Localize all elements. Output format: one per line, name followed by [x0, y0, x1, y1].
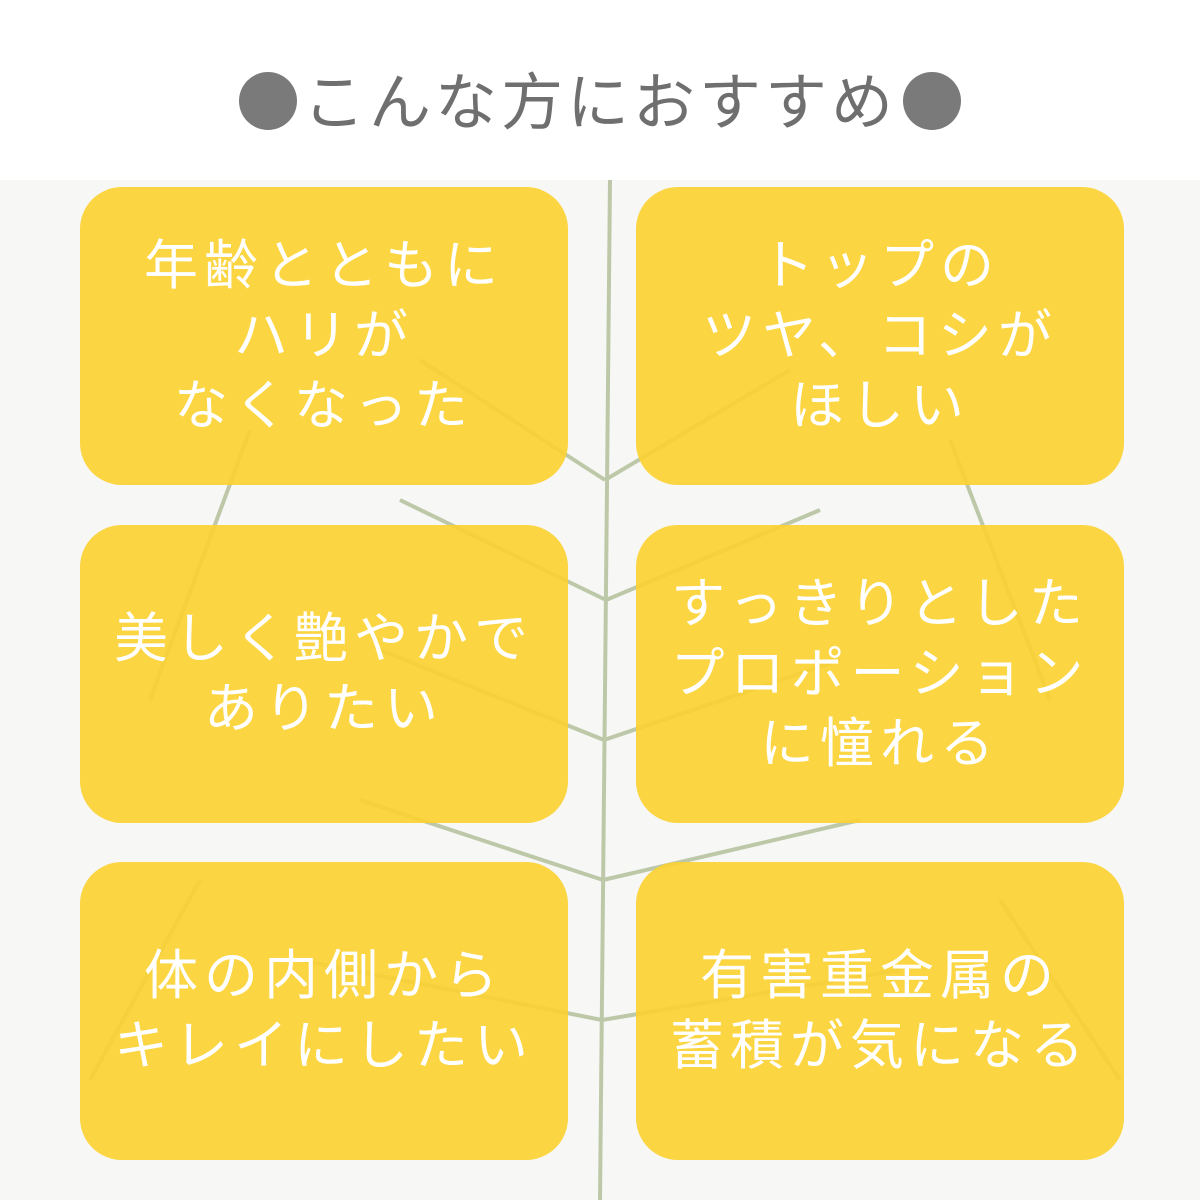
- recommendation-card: トップの ツヤ、コシが ほしい: [636, 187, 1124, 485]
- card-text: 美しく艶やかで ありたい: [114, 607, 534, 740]
- page-title: こんな方におすすめ: [0, 52, 1200, 142]
- bullet-dot-icon: [903, 72, 961, 130]
- card-text: 有害重金属の 蓄積が気になる: [670, 944, 1090, 1077]
- recommendation-card: 体の内側から キレイにしたい: [80, 862, 568, 1160]
- bullet-dot-icon: [238, 72, 297, 130]
- recommendation-card: 美しく艶やかで ありたい: [80, 525, 568, 823]
- card-text: トップの ツヤ、コシが ほしい: [702, 234, 1058, 437]
- title-text: こんな方におすすめ: [302, 66, 897, 139]
- recommendation-card: 有害重金属の 蓄積が気になる: [636, 862, 1124, 1160]
- recommendation-card: 年齢とともに ハリが なくなった: [80, 187, 568, 485]
- recommendation-card: すっきりとした プロポーション に憧れる: [636, 525, 1124, 823]
- card-text: すっきりとした プロポーション に憧れる: [670, 572, 1090, 775]
- card-text: 年齢とともに ハリが なくなった: [144, 234, 504, 437]
- card-text: 体の内側から キレイにしたい: [114, 944, 534, 1077]
